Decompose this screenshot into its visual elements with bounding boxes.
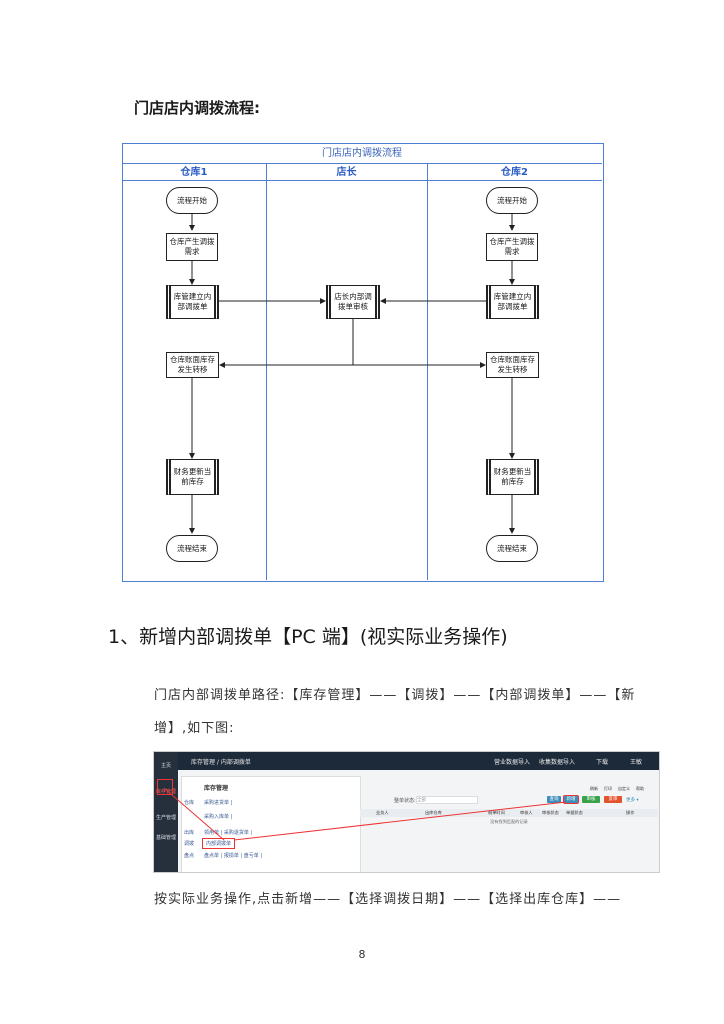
screenshot-sidebar: 主页 库存管理 生产管理 基础管理 [154, 752, 178, 872]
screenshot-topbar: 库存管理 / 内部调拨单 营业数据导入 收集数据导入 下载 王敏 [154, 752, 659, 770]
node-move-1: 仓库账面库存发生转移 [166, 352, 219, 378]
menu-item[interactable]: 采购入库单 | [204, 814, 233, 820]
menu-title: 库存管理 [204, 785, 229, 792]
page-number: 8 [358, 948, 366, 961]
section-title: 门店店内调拨流程: [134, 99, 260, 117]
menu-item-highlighted[interactable]: 内部调拨单 [202, 838, 236, 849]
sidebar-item-active[interactable]: 库存管理 [155, 789, 176, 795]
toolbar-help[interactable]: 帮助 [636, 786, 644, 791]
add-button[interactable]: 新增 [563, 795, 579, 804]
menu-category: 盘点 [184, 853, 195, 859]
paragraph-line: 按实际业务操作,点击新增——【选择调拨日期】——【选择出库仓库】—— [154, 892, 622, 907]
paragraph-line: 门店内部调拨单路径:【库存管理】——【调拨】——【内部调拨单】——【新 [154, 688, 636, 703]
menu-category: 仓库 [184, 800, 195, 806]
node-update-2: 财务更新当前库存 [486, 459, 539, 495]
column-header: 审核人 [520, 810, 533, 815]
menu-item[interactable]: 盘点单 | 报损单 | 盘亏单 | [204, 853, 263, 859]
flowchart-frame [122, 143, 604, 582]
empty-message: 没有找到匹配的记录 [490, 819, 528, 824]
toolbar-custom[interactable]: 自定义 [618, 786, 630, 791]
column-header: 操作 [626, 810, 635, 815]
lane-header-warehouse2: 仓库2 [427, 164, 602, 181]
sidebar-item[interactable]: 生产管理 [155, 815, 176, 821]
breadcrumb: 库存管理 / 内部调拨单 [191, 759, 251, 766]
lane-divider [427, 164, 428, 580]
section-heading: 1、新增内部调拨单【PC 端】(视实际业务操作) [108, 626, 508, 648]
reverse-button[interactable]: 反审 [604, 796, 622, 803]
lane-header-warehouse1: 仓库1 [122, 164, 266, 181]
column-header: 出库仓库 [425, 810, 442, 815]
flowchart-title: 门店店内调拨流程 [122, 143, 602, 164]
filter-select[interactable]: 全部 [416, 796, 478, 804]
column-header: 业务人 [376, 810, 389, 815]
node-review: 店长内部调拨单审核 [326, 285, 380, 319]
node-create-2: 库管建立内部调拨单 [486, 285, 539, 319]
filter-label: 整单状态: [394, 798, 416, 804]
node-start-1: 流程开始 [166, 187, 218, 214]
node-demand-2: 仓库产生调拨需求 [486, 233, 538, 261]
sidebar-item[interactable]: 基础管理 [155, 835, 176, 841]
menu-category: 出库 [184, 830, 195, 836]
top-link[interactable]: 下载 [596, 759, 609, 766]
menu-item[interactable]: 领用单 | 采购退货单 | [204, 830, 253, 836]
node-update-1: 财务更新当前库存 [166, 459, 219, 495]
node-end-2: 流程结束 [486, 535, 538, 562]
approve-button[interactable]: 审核 [582, 796, 600, 803]
column-header: 单据状态 [566, 810, 583, 815]
toolbar-print[interactable]: 打印 [604, 786, 612, 791]
column-header: 审核状态 [542, 810, 559, 815]
node-start-2: 流程开始 [486, 187, 538, 214]
top-link[interactable]: 王敏 [630, 759, 643, 766]
node-demand-1: 仓库产生调拨需求 [166, 233, 218, 261]
menu-category: 调拨 [184, 841, 195, 847]
toolbar-refresh[interactable]: 刷新 [590, 786, 598, 791]
table-header: 业务人 出库仓库 制单时间 审核人 审核状态 单据状态 操作 [360, 809, 658, 817]
sidebar-item[interactable]: 主页 [160, 763, 171, 769]
dropdown-menu: 库存管理 仓库 采购进货单 | 采购入库单 | 出库 领用单 | 采购退货单 |… [181, 776, 361, 872]
more-link[interactable]: 更多 ▾ [626, 798, 639, 803]
top-link[interactable]: 营业数据导入 [494, 759, 531, 766]
highlight-box [157, 779, 173, 795]
embedded-screenshot: 库存管理 / 内部调拨单 营业数据导入 收集数据导入 下载 王敏 主页 库存管理… [153, 751, 660, 873]
node-end-1: 流程结束 [166, 535, 218, 562]
paragraph-line: 增】,如下图: [154, 721, 235, 736]
top-link[interactable]: 收集数据导入 [539, 759, 576, 766]
menu-item[interactable]: 采购进货单 | [204, 800, 233, 806]
query-button[interactable]: 查询 [547, 796, 561, 803]
node-create-1: 库管建立内部调拨单 [166, 285, 219, 319]
column-header: 制单时间 [488, 810, 505, 815]
lane-header-manager: 店长 [266, 164, 427, 181]
annotation-arrows [163, 787, 567, 841]
lane-divider [266, 164, 267, 580]
node-move-2: 仓库账面库存发生转移 [486, 352, 539, 378]
